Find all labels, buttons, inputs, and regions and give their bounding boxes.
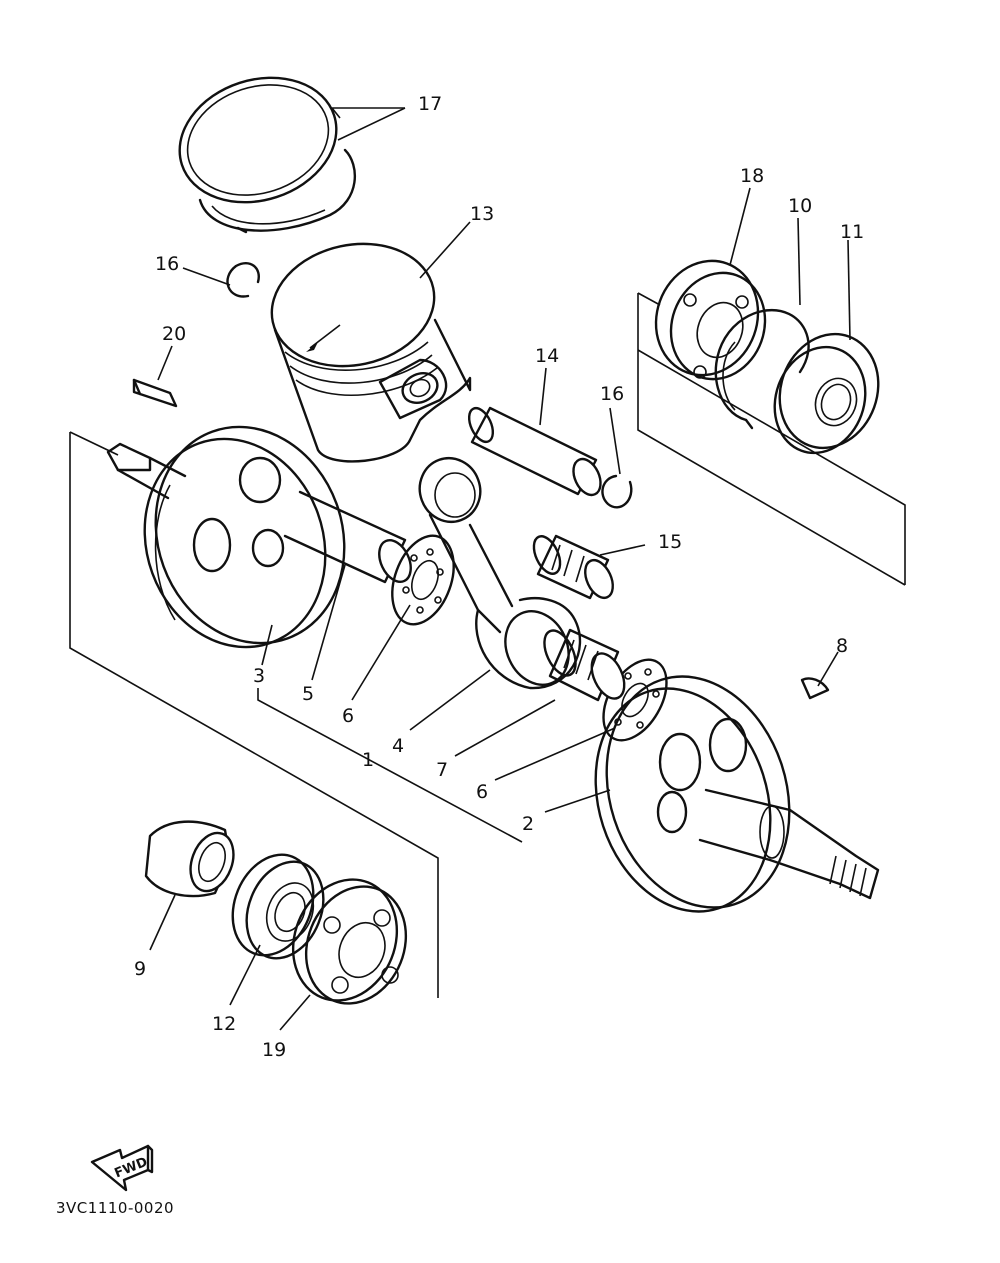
label-part-18: 18	[740, 165, 764, 187]
piston	[270, 242, 472, 463]
crankshaft-assembly-frame	[69, 349, 906, 998]
part-labels: 1 2 3 4 5 6 6 7 8 9 10 11 12 13 14 15 16…	[134, 93, 864, 1061]
main-bearing-18	[654, 259, 767, 381]
label-part-10: 10	[788, 195, 812, 217]
label-part-11: 11	[840, 221, 864, 243]
thrust-washer-left	[391, 534, 455, 626]
label-part-5: 5	[302, 683, 314, 705]
label-part-6-right: 6	[476, 781, 488, 803]
piston-rings	[178, 76, 357, 234]
label-part-17: 17	[418, 93, 442, 115]
circlip-10	[714, 308, 810, 430]
label-part-16-right: 16	[600, 383, 624, 405]
small-end-bearing	[532, 534, 614, 600]
label-part-9: 9	[134, 958, 146, 980]
label-part-14: 14	[535, 345, 559, 367]
oil-seal-11	[773, 332, 880, 455]
collar-9	[144, 820, 235, 898]
big-end-bearing	[543, 628, 626, 702]
label-part-7: 7	[436, 759, 448, 781]
label-part-19: 19	[262, 1039, 286, 1061]
label-part-3: 3	[253, 665, 265, 687]
crank-wheel-right	[594, 675, 880, 913]
label-part-2: 2	[522, 813, 534, 835]
bearing-seal-frame	[637, 292, 906, 586]
crank-wheel-left	[106, 425, 346, 649]
fwd-arrow: FWD	[90, 1144, 154, 1192]
crank-pin	[283, 490, 412, 584]
main-bearing-19	[291, 878, 408, 1005]
label-part-15: 15	[658, 531, 682, 553]
label-part-16-left: 16	[155, 253, 179, 275]
oil-seal-12	[231, 853, 325, 960]
key-20	[132, 378, 178, 408]
drawing-code: 3VC1110-0020	[56, 1199, 174, 1217]
circlip-right	[601, 474, 633, 509]
connecting-rod	[418, 457, 582, 690]
label-part-12: 12	[212, 1013, 236, 1035]
leader-lines	[149, 107, 851, 1031]
woodruff-key	[800, 677, 830, 700]
label-part-20: 20	[162, 323, 186, 345]
label-part-8: 8	[836, 635, 848, 657]
piston-pin	[467, 406, 602, 497]
label-part-4: 4	[392, 735, 404, 757]
label-part-6-left: 6	[342, 705, 354, 727]
label-part-1: 1	[362, 749, 374, 771]
circlip-left	[226, 261, 260, 298]
label-part-13: 13	[470, 203, 494, 225]
